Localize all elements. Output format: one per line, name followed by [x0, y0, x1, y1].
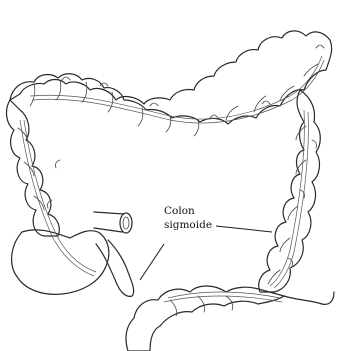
cecum-outline — [12, 230, 109, 295]
ileum-lumen — [123, 217, 129, 229]
teniae-coli — [20, 56, 324, 302]
label-sigmoide: sigmoide — [164, 219, 212, 231]
transverse-colon-outline — [10, 31, 332, 124]
label-leader-right — [216, 226, 272, 232]
label-leader-down — [140, 244, 164, 280]
label-colon: Colon — [164, 205, 195, 217]
descending-colon-outline — [259, 90, 321, 292]
sigmoid-lower-outline — [284, 292, 334, 304]
ileum-opening — [120, 213, 132, 233]
sigmoid-colon-outline — [126, 286, 284, 351]
appendix-outline — [96, 240, 134, 296]
ascending-colon-outline — [7, 100, 60, 236]
haustra-marks — [18, 64, 318, 316]
